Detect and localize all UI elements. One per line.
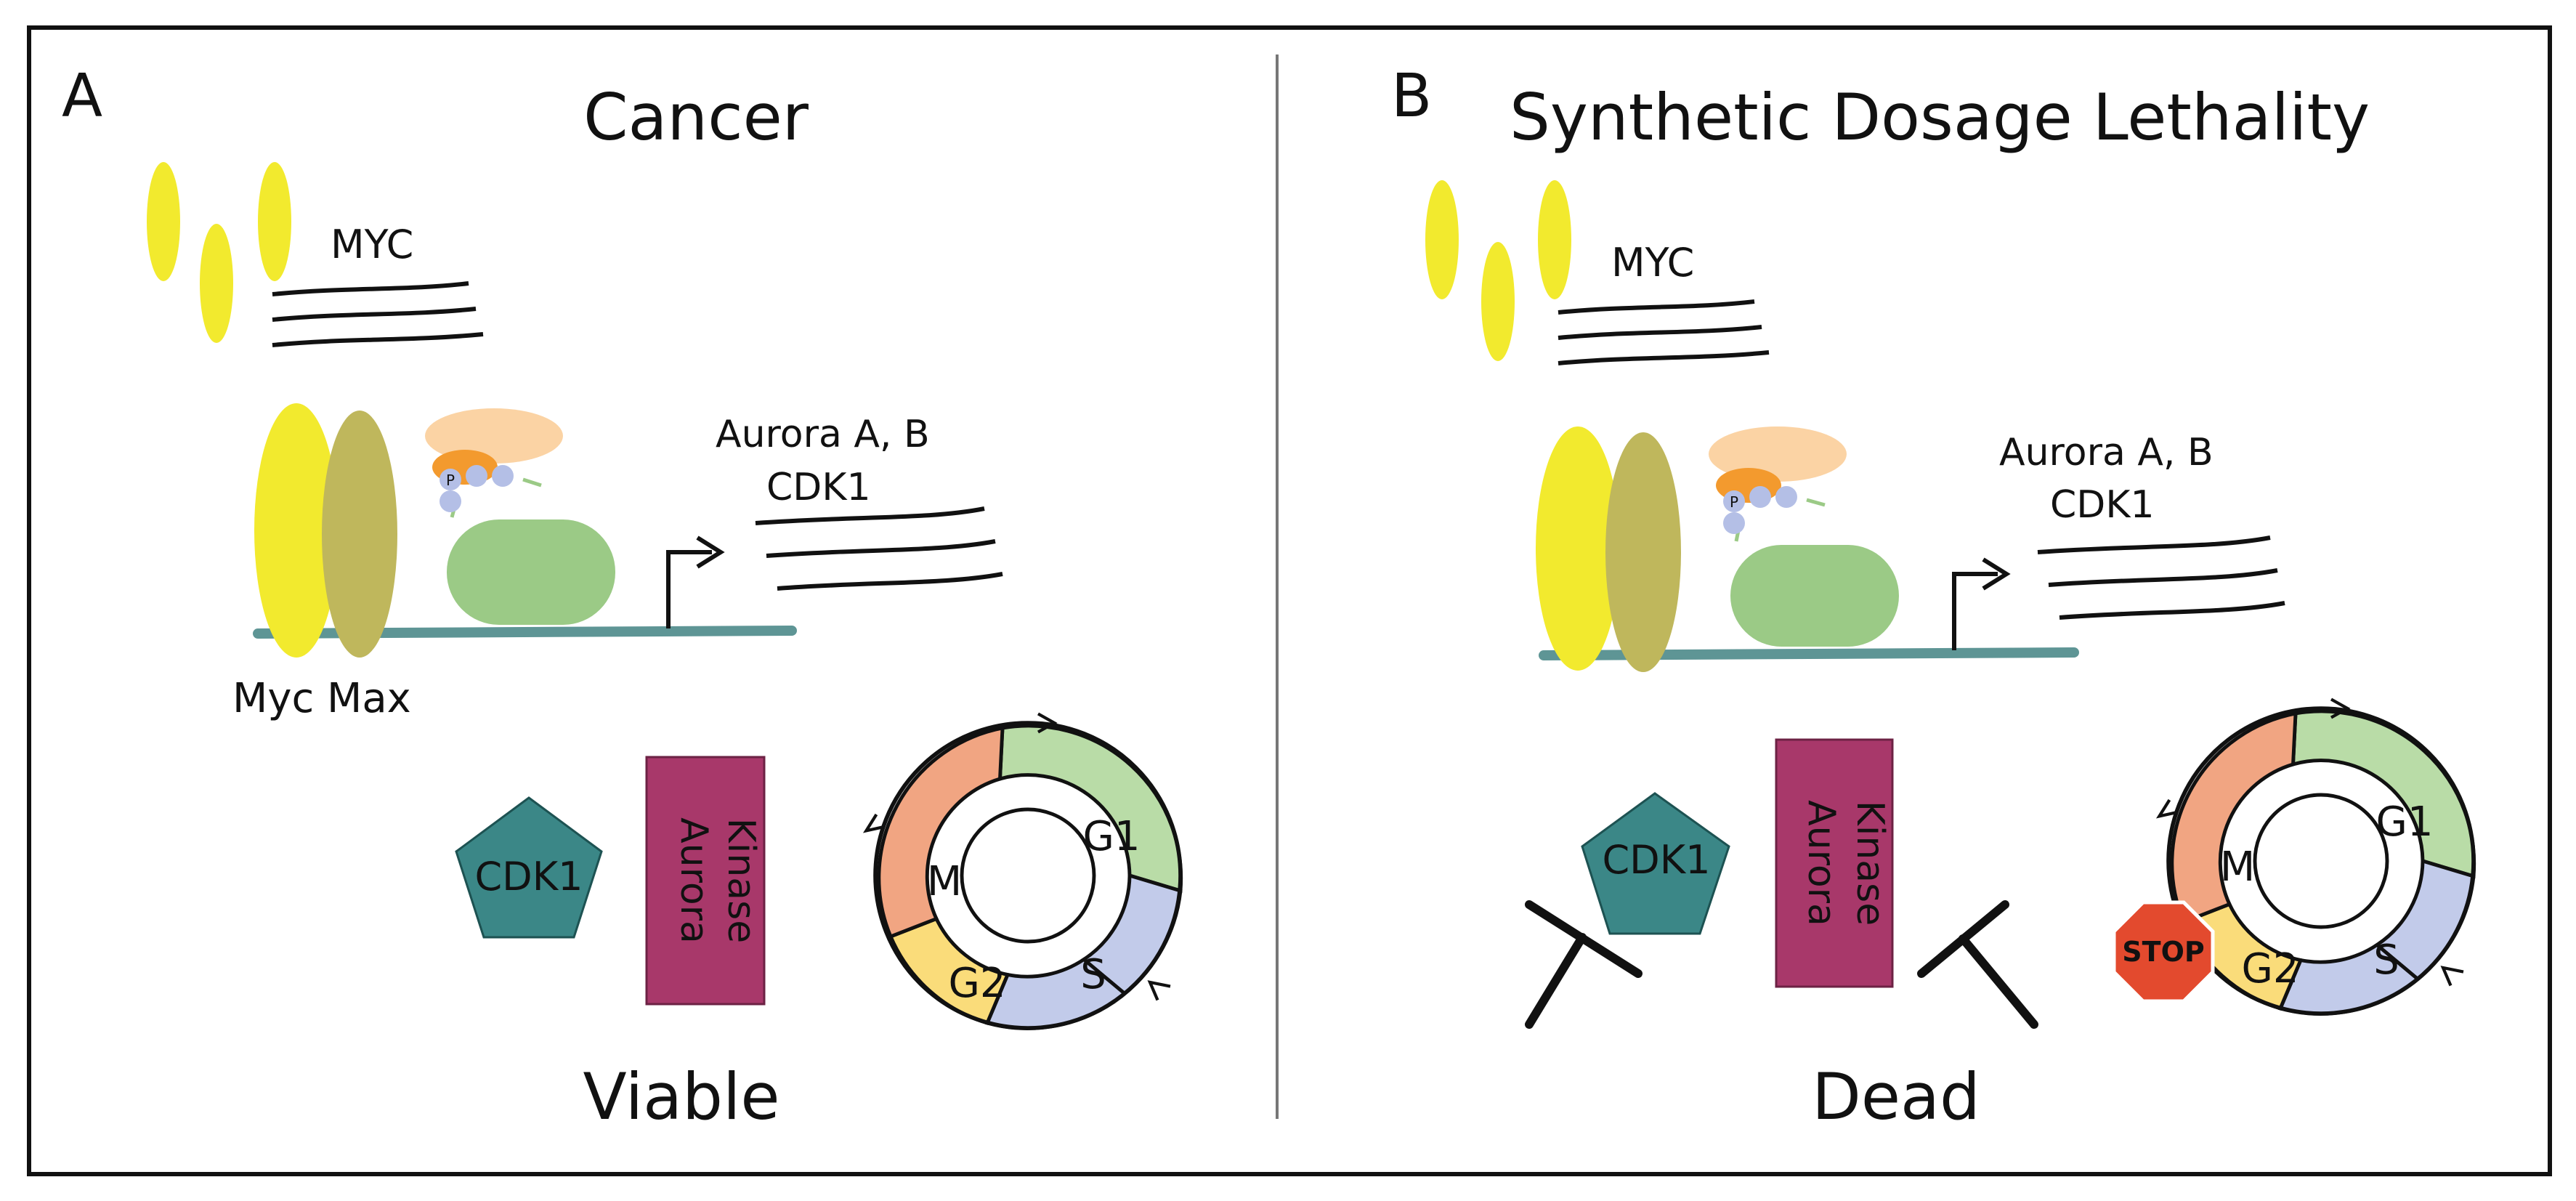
aurora-label: Aurora <box>1799 800 1843 926</box>
transcription-start-arrow-icon <box>666 550 712 628</box>
phosphate-groups-icon: P <box>1723 486 1826 542</box>
panel-b-title: Synthetic Dosage Lethality <box>1510 80 2370 155</box>
cdk1-label: CDK1 <box>1602 837 1710 883</box>
phosphate-groups-icon: P <box>440 465 542 518</box>
myc-protein-icons <box>147 162 291 343</box>
panel-a-title: Cancer <box>583 80 809 155</box>
stop-label: STOP <box>2122 936 2204 968</box>
target-genes-line1: Aurora A, B <box>1999 431 2214 474</box>
cell-cycle-wheel <box>866 713 1180 1028</box>
aurora-kinase-icon <box>1775 738 1894 988</box>
cdk1-protein-icon <box>1581 792 1730 935</box>
cycle-g1-label: G1 <box>2375 798 2433 846</box>
myc-mrna-icon <box>272 281 484 347</box>
cycle-g2-label: G2 <box>948 960 1005 1007</box>
cycle-m-label: M <box>927 858 962 905</box>
panel-a-letter: A <box>62 62 102 131</box>
aurora-kinase-icon <box>645 756 766 1006</box>
cdk1-protein-icon <box>455 796 603 939</box>
myc-protein <box>254 403 339 658</box>
myc-gene-label: MYC <box>331 222 413 267</box>
aurora-label: Aurora <box>672 817 716 944</box>
max-protein <box>1605 432 1681 672</box>
target-mrna-icon <box>755 506 1003 591</box>
cycle-s-label: S <box>1080 951 1106 998</box>
myc-max-label: Myc Max <box>232 675 411 722</box>
cycle-g2-label: G2 <box>2241 945 2298 992</box>
kinase-label: Kinase <box>1848 801 1892 926</box>
panel-a-outcome: Viable <box>583 1059 779 1134</box>
myc-protein <box>1536 426 1620 671</box>
myc-mrna-icon <box>1558 299 1770 365</box>
target-genes-line1: Aurora A, B <box>716 413 930 456</box>
inhibitor-icon <box>1525 900 1643 1029</box>
target-genes-line2: CDK1 <box>766 466 871 509</box>
kinase-label: Kinase <box>719 818 763 943</box>
myc-protein-icons <box>1425 180 1571 361</box>
outer-frame <box>27 25 2552 1176</box>
rna-polymerase-icon <box>447 519 615 625</box>
cdk1-label: CDK1 <box>474 854 583 899</box>
transcription-start-arrow-icon <box>1952 572 1998 650</box>
panel-a: A Cancer MYC P Auror <box>62 62 1181 1134</box>
max-protein <box>322 411 397 658</box>
cycle-s-label: S <box>2373 937 2399 984</box>
phospho-label: P <box>1730 493 1738 511</box>
panel-b: B Synthetic Dosage Lethality MYC P <box>1391 62 2474 1134</box>
rna-polymerase-icon <box>1730 545 1899 647</box>
panel-b-outcome: Dead <box>1812 1059 1980 1134</box>
cycle-g1-label: G1 <box>1082 813 1140 860</box>
myc-gene-label: MYC <box>1611 240 1694 286</box>
stop-sign-icon: STOP <box>2112 900 2215 1003</box>
target-genes-line2: CDK1 <box>2050 483 2155 527</box>
inhibitor-icon <box>1917 900 2038 1029</box>
target-mrna-icon <box>2037 535 2285 620</box>
phospho-label: P <box>446 472 455 489</box>
cycle-m-label: M <box>2220 844 2255 891</box>
panel-b-letter: B <box>1391 62 1432 131</box>
